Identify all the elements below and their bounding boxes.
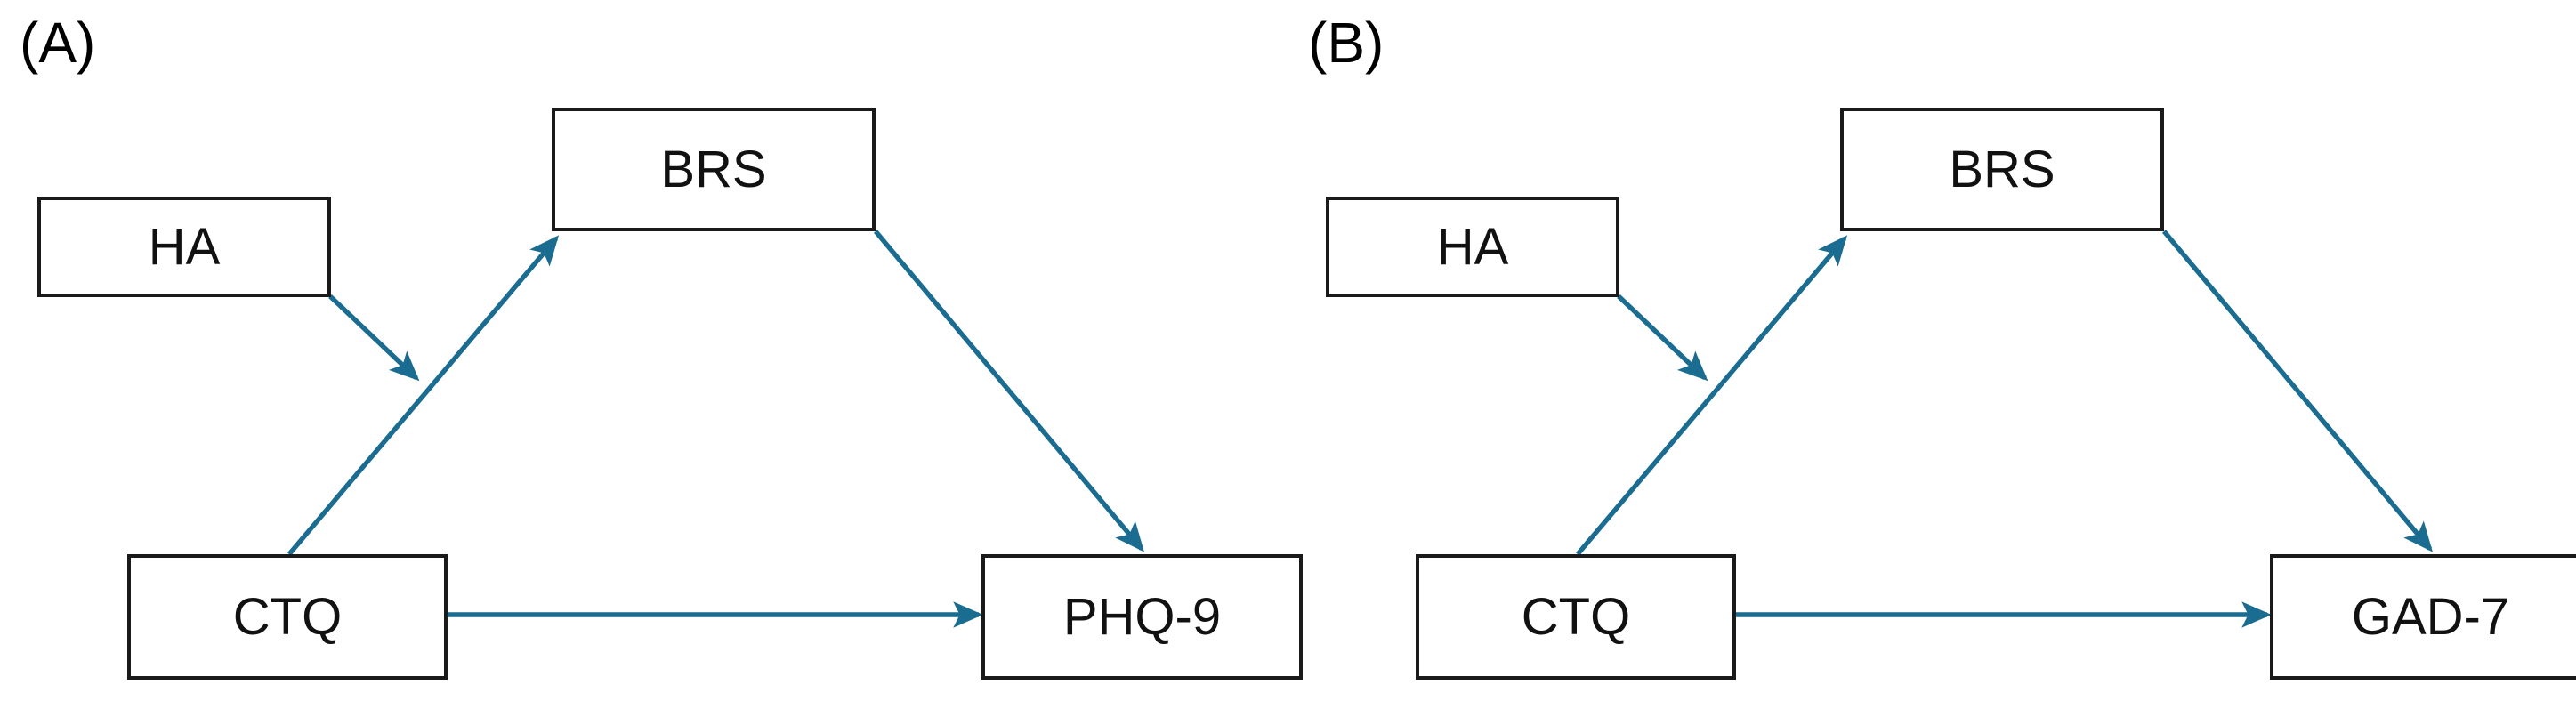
node-ha[interactable]: HA	[1326, 197, 1619, 297]
panel-a-label: (A)	[20, 11, 96, 75]
node-outcome[interactable]: PHQ-9	[981, 554, 1303, 680]
node-outcome-label: GAD-7	[2351, 587, 2510, 646]
node-brs-label: BRS	[660, 140, 767, 198]
edge-brs-to-outcome	[873, 230, 1145, 552]
node-ctq-label: CTQ	[232, 587, 343, 646]
node-outcome-label: PHQ-9	[1062, 587, 1222, 646]
node-brs[interactable]: BRS	[552, 108, 876, 231]
node-ctq[interactable]: CTQ	[1416, 554, 1736, 680]
node-ctq-label: CTQ	[1521, 587, 1631, 646]
node-ha-label: HA	[148, 217, 221, 276]
node-outcome[interactable]: GAD-7	[2270, 554, 2576, 680]
node-ha-label: HA	[1436, 217, 1509, 276]
node-brs-label: BRS	[1949, 140, 2055, 198]
node-brs[interactable]: BRS	[1840, 108, 2164, 231]
panel-b: (B) HA BRS	[1288, 0, 2576, 709]
node-ha[interactable]: HA	[37, 197, 331, 297]
edge-brs-to-outcome	[2161, 230, 2434, 552]
edge-ha-to-ctq-brs-path	[328, 294, 420, 382]
panel-a: (A) HA	[20, 11, 1303, 680]
panel-b-label: (B)	[1308, 11, 1385, 75]
edge-ha-to-ctq-brs-path	[1617, 294, 1708, 382]
node-ctq[interactable]: CTQ	[127, 554, 448, 680]
